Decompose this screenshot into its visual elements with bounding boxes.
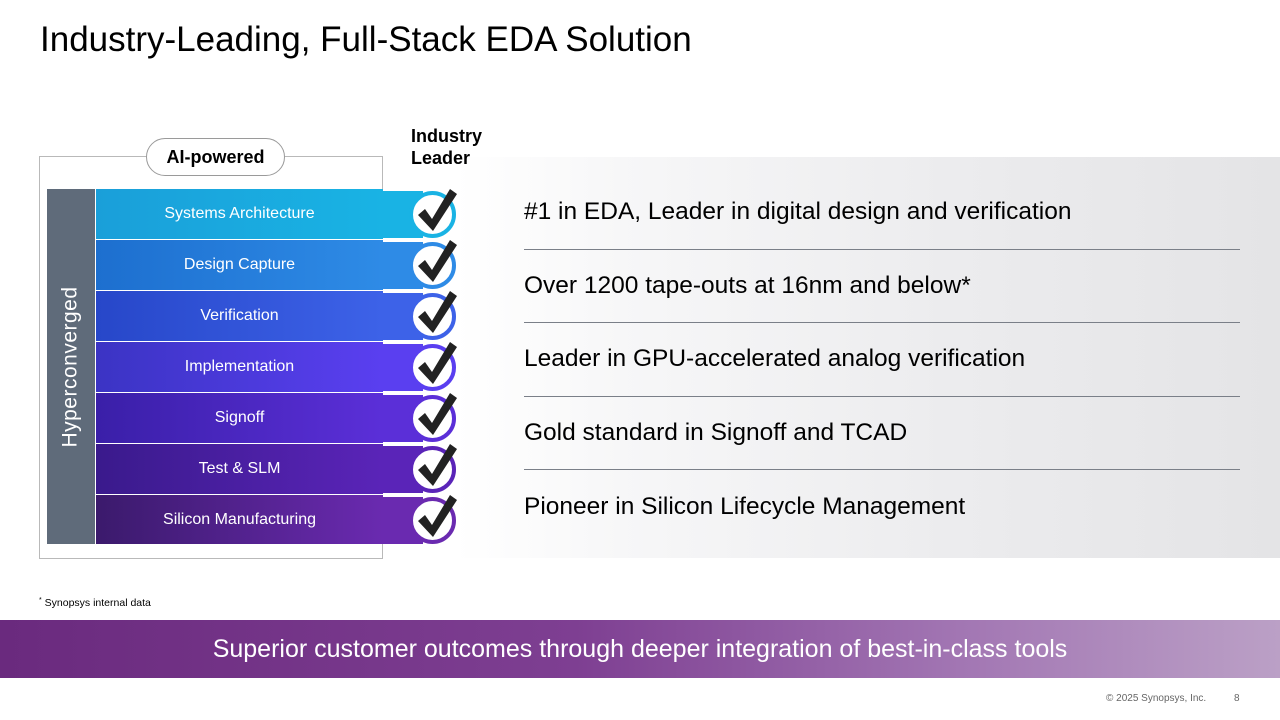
footnote-mark: * (39, 597, 42, 604)
claim-item: Gold standard in Signoff and TCAD (524, 397, 1240, 470)
checkmark-icon (418, 444, 457, 486)
banner-text: Superior customer outcomes through deepe… (212, 634, 1068, 663)
claim-item: #1 in EDA, Leader in digital design and … (524, 176, 1240, 250)
check-row (383, 189, 458, 240)
check-row (383, 444, 458, 495)
checkmark-icon (418, 240, 457, 282)
checkmark-icon (418, 342, 457, 384)
industry-leader-line-1: Industry (411, 126, 483, 146)
layer-implementation: Implementation (96, 342, 383, 393)
copyright: © 2025 Synopsys, Inc. (1106, 693, 1207, 704)
layer-test-slm: Test & SLM (96, 444, 383, 495)
industry-leader-heading: Industry Leader (411, 125, 482, 169)
checkmark-icon (418, 495, 457, 537)
layer-label: Signoff (214, 409, 265, 426)
claim-item: Over 1200 tape-outs at 16nm and below* (524, 250, 1240, 323)
eda-stack-layers: Systems Architecture Design Capture Veri… (96, 189, 383, 544)
claims-list: #1 in EDA, Leader in digital design and … (524, 176, 1240, 544)
checkmark-icon (418, 189, 457, 231)
layer-label: Systems Architecture (164, 205, 315, 222)
layer-signoff: Signoff (96, 393, 383, 444)
layer-systems-architecture: Systems Architecture (96, 189, 383, 240)
footnote-text: Synopsys internal data (44, 597, 151, 609)
claim-item: Leader in GPU-accelerated analog verific… (524, 323, 1240, 397)
layer-label: Verification (200, 307, 279, 324)
check-row (383, 240, 458, 291)
page-number: 8 (1234, 693, 1240, 704)
footnote: * Synopsys internal data (39, 597, 151, 609)
claims-background-panel (455, 157, 1280, 558)
industry-leader-line-2: Leader (411, 148, 471, 168)
layer-label: Test & SLM (198, 460, 281, 477)
layer-design-capture: Design Capture (96, 240, 383, 291)
check-circle (409, 395, 456, 442)
slide-title: Industry-Leading, Full-Stack EDA Solutio… (40, 20, 692, 59)
check-row (383, 342, 458, 393)
layer-label: Implementation (184, 358, 295, 375)
layer-verification: Verification (96, 291, 383, 342)
ai-powered-pill: AI-powered (146, 138, 285, 176)
layer-label: Design Capture (183, 256, 296, 273)
industry-leader-checks (383, 189, 458, 546)
bottom-banner: Superior customer outcomes through deepe… (0, 620, 1280, 678)
hyperconverged-label: Hyperconverged (59, 285, 82, 448)
checkmark-icon (418, 291, 457, 333)
hyperconverged-bar: Hyperconverged (47, 189, 95, 544)
check-row (383, 291, 458, 342)
claim-item: Pioneer in Silicon Lifecycle Management (524, 492, 966, 520)
layer-label: Silicon Manufacturing (163, 510, 316, 528)
layer-silicon-manufacturing: Silicon Manufacturing (96, 495, 383, 544)
checkmark-icon (418, 393, 457, 435)
check-row (383, 393, 458, 444)
check-row (383, 495, 458, 546)
